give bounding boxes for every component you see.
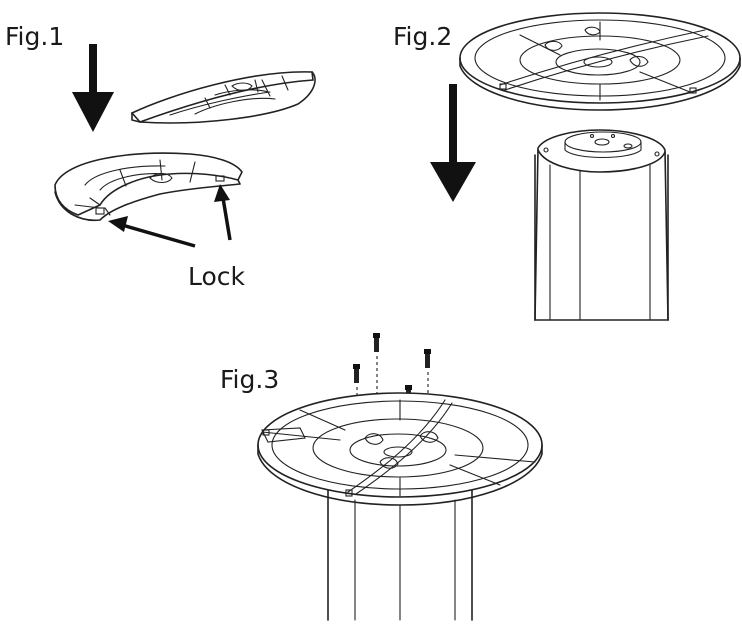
fig3-column	[327, 489, 473, 621]
fig3-assembled-base	[257, 392, 543, 506]
fig1-illustration	[54, 44, 316, 248]
fig1-upper-half-base	[130, 71, 316, 124]
fig2-illustration	[430, 12, 741, 321]
fig2-column	[534, 129, 669, 321]
fig1-label: Fig.1	[5, 22, 65, 51]
fig2-base-plate	[459, 12, 741, 111]
lock-callout-label: Lock	[188, 262, 246, 291]
screw-3	[353, 364, 360, 430]
fig1-lock-arrows	[108, 184, 232, 248]
fig2-label: Fig.2	[393, 22, 453, 51]
fig1-down-arrow	[72, 44, 114, 132]
fig3-label: Fig.3	[220, 365, 280, 394]
fig1-lower-half-base	[54, 152, 243, 221]
fig2-down-arrow	[430, 84, 476, 202]
screw-1	[373, 333, 380, 425]
fig3-illustration	[257, 333, 543, 621]
